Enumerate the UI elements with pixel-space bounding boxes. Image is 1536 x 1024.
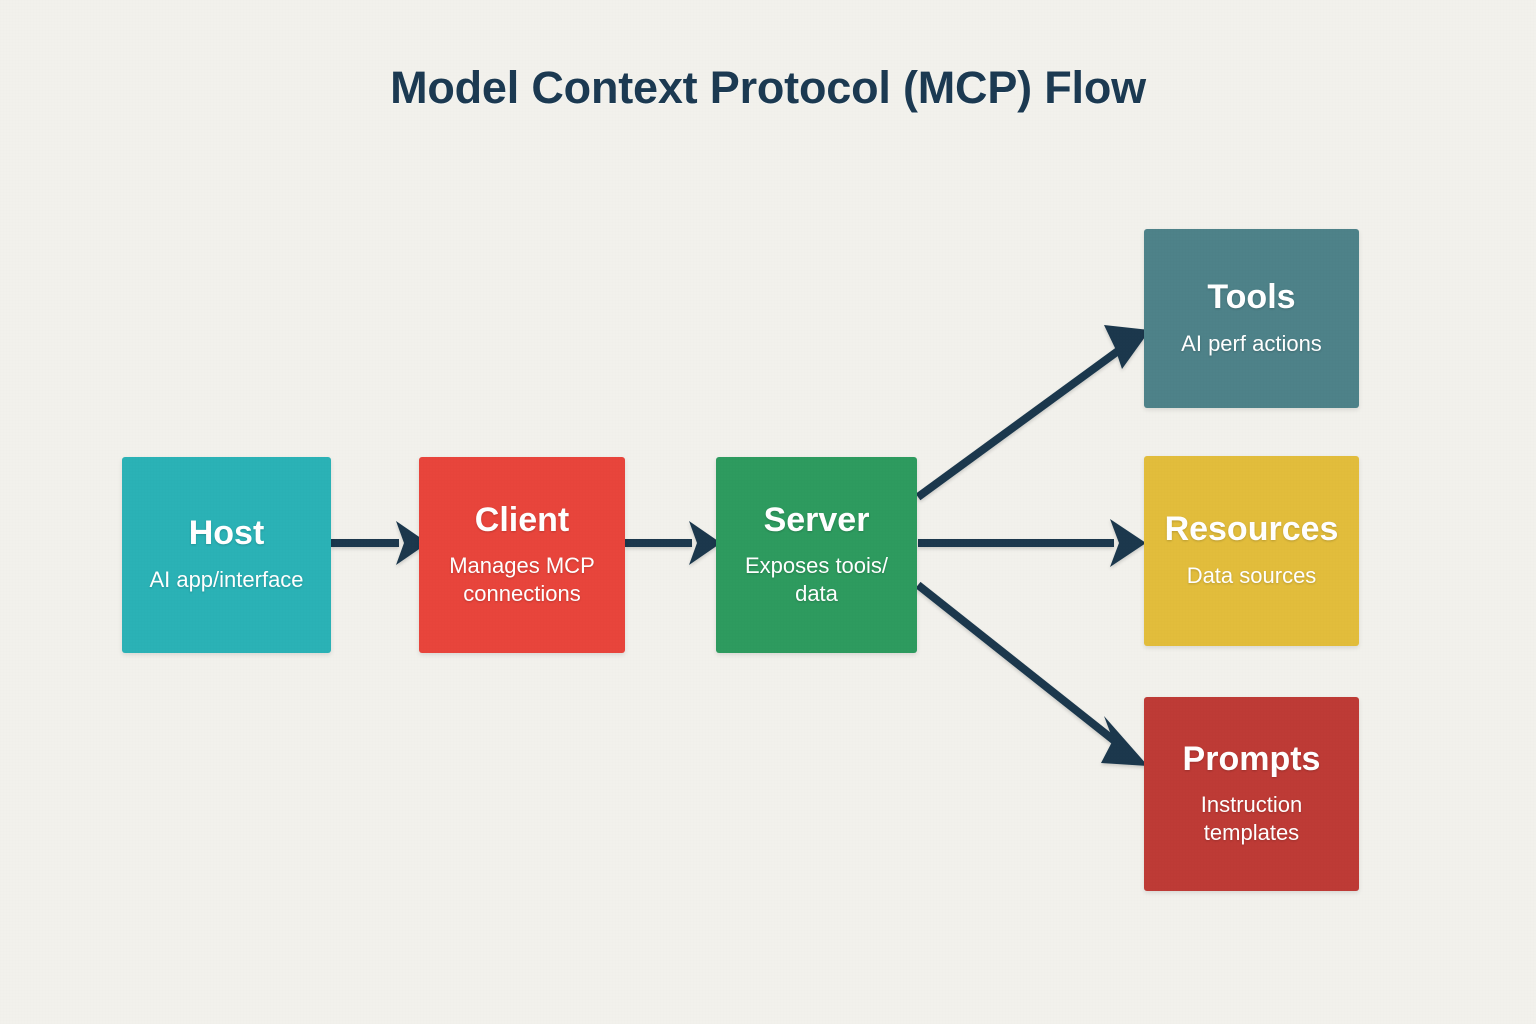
- node-host-title: Host: [188, 514, 265, 553]
- node-server-subtitle: Exposes toois/ data: [744, 553, 889, 606]
- node-prompts[interactable]: Prompts Instruction templates: [1144, 697, 1359, 891]
- node-prompts-title: Prompts: [1182, 739, 1321, 778]
- node-host[interactable]: Host AI app/interface: [122, 457, 331, 653]
- edge-server-to-prompts: [915, 581, 1148, 766]
- node-server[interactable]: Server Exposes toois/ data: [716, 457, 917, 653]
- node-client-subtitle: Manages MCP connections: [449, 553, 595, 606]
- node-server-title: Server: [763, 500, 870, 539]
- node-resources-subtitle: Data sources: [1186, 563, 1317, 589]
- node-prompts-subtitle: Instruction templates: [1200, 792, 1303, 845]
- node-tools-title: Tools: [1207, 277, 1296, 316]
- node-resources[interactable]: Resources Data sources: [1144, 456, 1359, 646]
- node-resources-title: Resources: [1164, 510, 1339, 549]
- edge-client-to-server: [625, 521, 721, 565]
- edge-host-to-client: [331, 521, 428, 565]
- page-title: Model Context Protocol (MCP) Flow: [390, 62, 1146, 113]
- edge-server-to-resources: [918, 519, 1146, 567]
- edge-server-to-tools: [915, 325, 1150, 501]
- node-client-title: Client: [474, 500, 570, 539]
- node-tools-subtitle: AI perf actions: [1181, 330, 1322, 356]
- node-tools[interactable]: Tools AI perf actions: [1144, 229, 1359, 408]
- node-host-subtitle: AI app/interface: [149, 567, 304, 593]
- node-client[interactable]: Client Manages MCP connections: [419, 457, 625, 653]
